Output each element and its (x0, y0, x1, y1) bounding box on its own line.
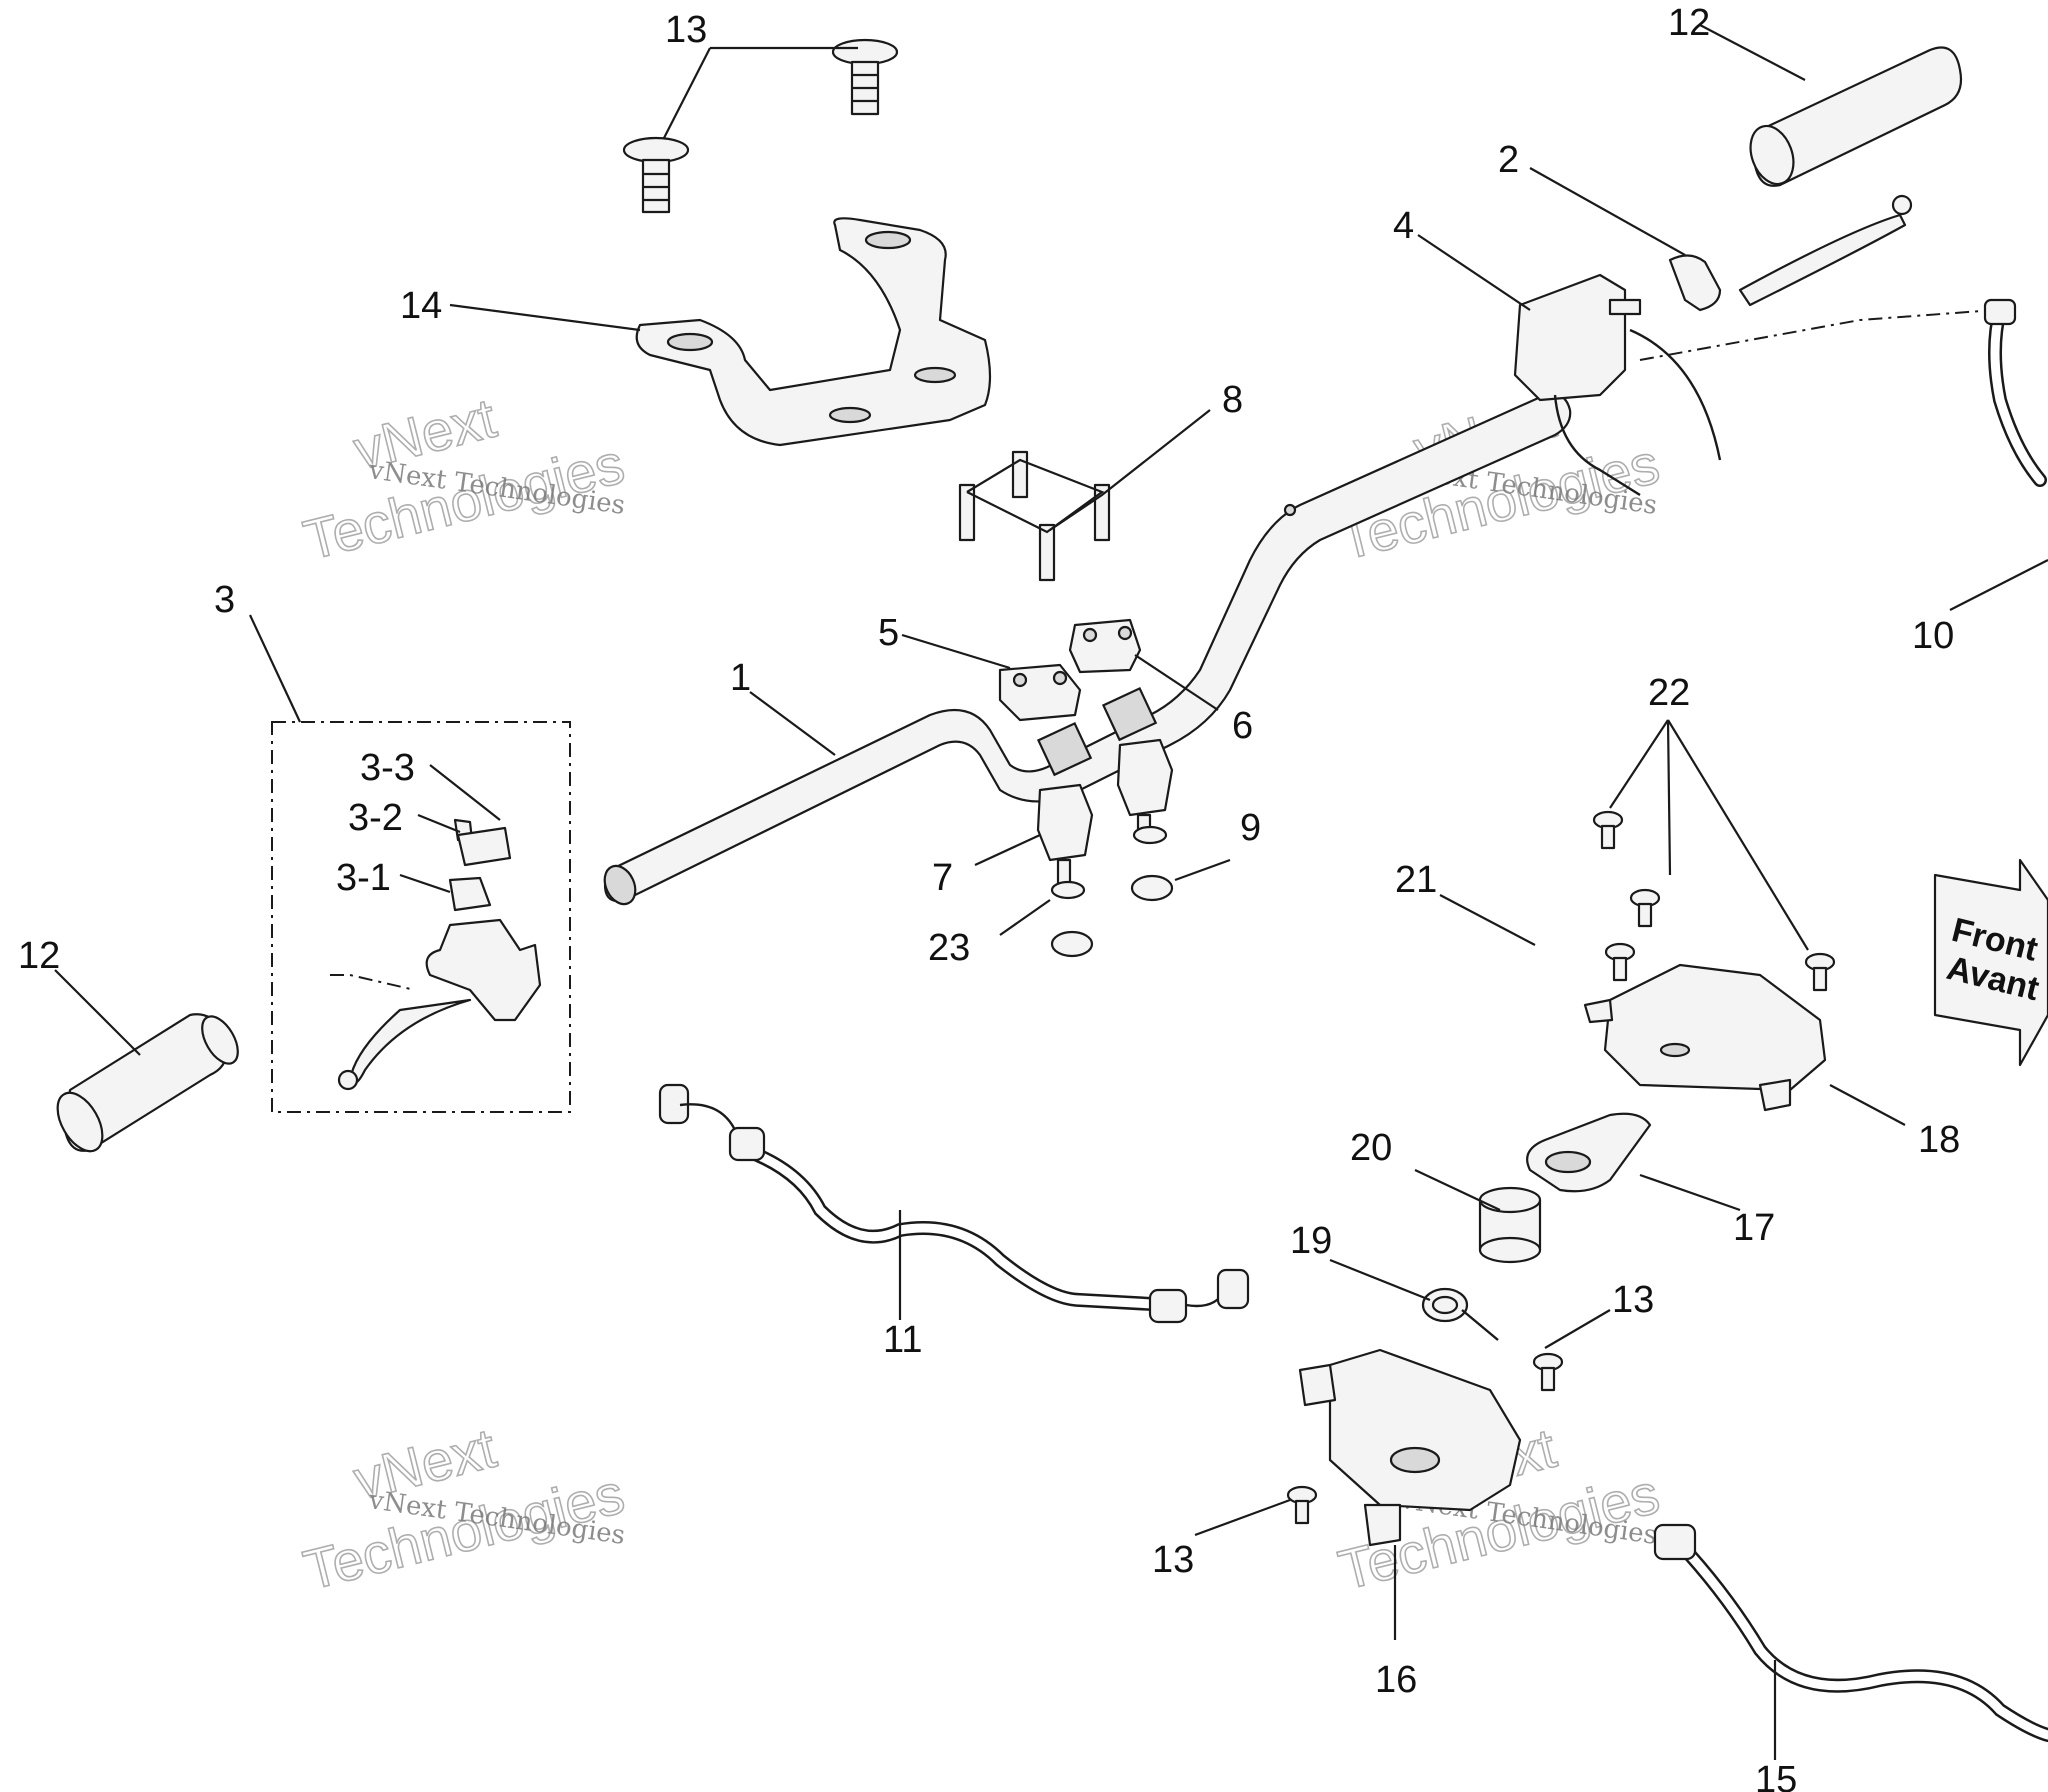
part-19-spring (1421, 1287, 1499, 1341)
callout-6: 6 (1232, 705, 1253, 747)
handlebar-knurl (1036, 686, 1158, 777)
part-2-throttle-lever (1668, 194, 1913, 312)
leader-lines (54, 24, 2048, 1760)
part-21-22-screws (1286, 810, 1836, 1525)
callout-20: 20 (1350, 1127, 1392, 1169)
callout-17: 17 (1733, 1207, 1775, 1249)
part-1-handlebar (603, 392, 1572, 906)
part-10-cable (1983, 298, 2047, 487)
callout-7: 7 (932, 857, 953, 899)
callout-5: 5 (878, 612, 899, 654)
callout-12-right: 12 (1668, 2, 1710, 44)
callout-18: 18 (1918, 1119, 1960, 1161)
part-7-risers (1036, 738, 1174, 887)
callout-1: 1 (730, 657, 751, 699)
callout-21: 21 (1395, 859, 1437, 901)
callout-22: 22 (1648, 672, 1690, 714)
callout-10: 10 (1912, 615, 1954, 657)
callout-13-top: 13 (665, 9, 707, 51)
part-6-clamp (1068, 618, 1142, 674)
part-9-23-washers-nuts (1050, 825, 1174, 958)
callout-9: 9 (1240, 807, 1261, 849)
callout-16: 16 (1375, 1659, 1417, 1701)
callout-13-low: 13 (1152, 1539, 1194, 1581)
part-14-bracket (635, 217, 992, 447)
callout-15: 15 (1755, 1759, 1797, 1792)
callout-11: 11 (883, 1319, 922, 1361)
callout-labels: 13 12 2 4 14 8 3 1 5 6 3-3 3-2 3-1 7 9 2… (18, 2, 1960, 1792)
callout-3: 3 (214, 579, 235, 621)
callout-23: 23 (928, 927, 970, 969)
part-3-brake-assembly (271, 721, 571, 1113)
callout-8: 8 (1222, 379, 1243, 421)
callout-14: 14 (400, 285, 442, 327)
part-20-bushing (1478, 1186, 1542, 1264)
part-15-cable (1653, 1523, 2048, 1742)
callout-13-mid: 13 (1612, 1279, 1654, 1321)
part-5-clamp (998, 663, 1082, 722)
part-18-housing-cover (1583, 963, 1827, 1112)
callout-3-2: 3-2 (348, 797, 403, 839)
callout-2: 2 (1498, 139, 1519, 181)
callout-12-left: 12 (18, 935, 60, 977)
watermark-bottom-left: vNext Technologies vNext Technologies (297, 1415, 631, 1602)
callout-4: 4 (1393, 205, 1414, 247)
part-12-grip-right (1749, 46, 1963, 187)
part-17-plate (1526, 1112, 1652, 1193)
part-4-switch (1513, 273, 1996, 497)
part-8-bolts (958, 450, 1111, 582)
part-16-housing (1298, 1348, 1522, 1547)
front-direction-arrow: Front Avant (1933, 858, 2048, 1067)
callout-19: 19 (1290, 1220, 1332, 1262)
callout-3-3: 3-3 (360, 747, 415, 789)
part-11-cable (658, 1083, 1250, 1324)
part-12-grip-left (56, 1013, 239, 1153)
watermark-top-left: vNext Technologies vNext Technologies (297, 385, 631, 572)
callout-3-1: 3-1 (336, 857, 391, 899)
part-13-screws-top (622, 38, 899, 214)
